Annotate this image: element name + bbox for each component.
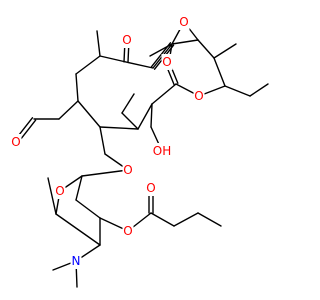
atom-label-o-epoxide: O (179, 15, 188, 29)
atom-label-o-pyran-ring: O (55, 184, 64, 198)
atom-label-bg (178, 14, 190, 30)
atom-label-n-dimethylamino: N (72, 254, 81, 268)
bond (150, 103, 153, 128)
bond (99, 55, 127, 63)
bond (55, 213, 101, 246)
bond (150, 212, 175, 227)
atom-label-bg (122, 223, 134, 239)
bond (249, 83, 269, 97)
bond (75, 175, 83, 201)
bond (75, 199, 101, 219)
atom-label-bg (161, 54, 173, 70)
bond (213, 57, 226, 87)
atom-label-oh-hydroxyl: OH (153, 144, 171, 158)
atom-label-o-aldehyde: O (11, 135, 20, 149)
bond (173, 212, 199, 227)
bond (75, 55, 101, 75)
bond (121, 93, 135, 114)
bond (151, 83, 177, 105)
bond-lines (13, 21, 269, 288)
atom-label-bg (10, 134, 22, 150)
bond (171, 39, 199, 45)
bond (121, 112, 139, 130)
bond (58, 100, 79, 120)
bond (47, 177, 57, 215)
atom-label-bg (70, 253, 82, 269)
atom-label-bg (145, 180, 157, 196)
bond (99, 126, 106, 155)
bond (197, 212, 222, 227)
bond (224, 85, 251, 97)
bond (75, 73, 79, 102)
bond (81, 169, 129, 177)
atom-label-o-lactone-ring: O (194, 89, 203, 103)
atom-label-bg (193, 88, 205, 104)
bond (125, 61, 154, 69)
bond (77, 100, 101, 128)
bond (96, 30, 101, 57)
bond (150, 42, 172, 68)
atom-label-bg (122, 162, 134, 178)
atom-label-o-ketone: O (122, 33, 131, 47)
bond (197, 39, 215, 59)
bond (213, 43, 237, 59)
atom-label-bg (54, 183, 66, 199)
atom-label-bg (152, 143, 172, 159)
bond (99, 126, 139, 130)
bond (137, 103, 153, 130)
atom-label-o-lactone-carbonyl: O (162, 55, 171, 69)
atom-label-bg (121, 32, 133, 48)
atom-label-o-ester-link: O (123, 224, 132, 238)
atom-label-o-glycoside: O (123, 163, 132, 177)
atom-label-o-ester-carbonyl: O (146, 181, 155, 195)
